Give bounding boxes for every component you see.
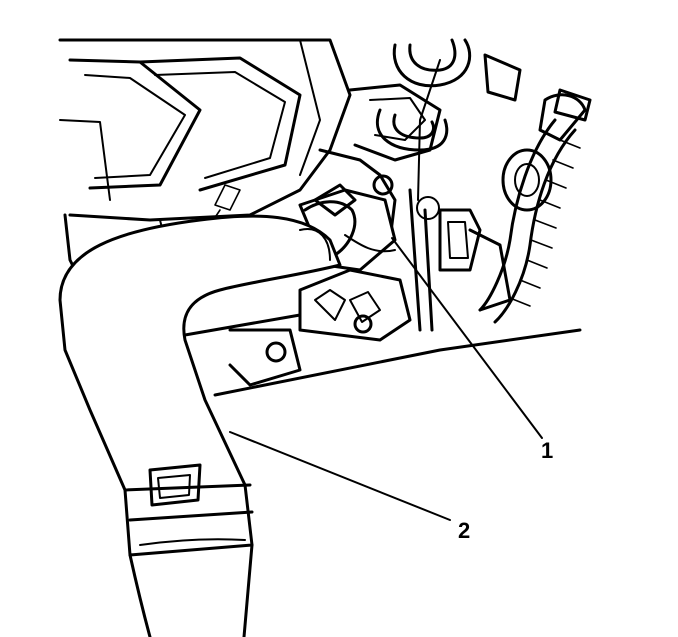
leader-line-2 [229,431,451,521]
air-cleaner-housing [58,38,352,292]
upper-hoses [375,38,587,201]
leader-line-1 [391,237,543,439]
callouts: 1 2 [229,237,553,543]
callout-1: 1 [541,438,553,463]
wiring-harness [468,118,581,324]
radiator-hose [58,214,342,637]
callout-2: 2 [458,518,470,543]
connector [553,88,592,122]
